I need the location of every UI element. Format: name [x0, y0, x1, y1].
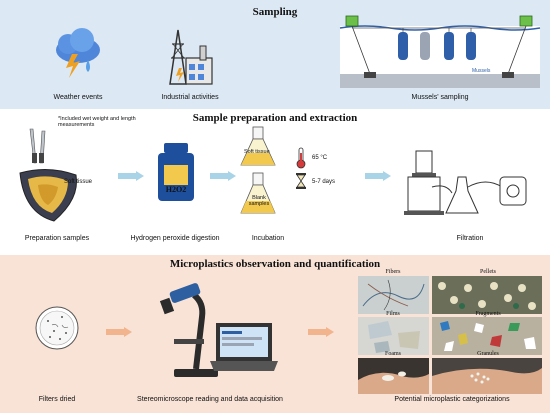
- caption-preparation-samples: Preparation samples: [24, 235, 90, 242]
- category-films: Films: [386, 311, 400, 317]
- mussel-icon: [19, 169, 78, 222]
- category-granules: Granules: [477, 351, 499, 357]
- weather-caption: Weather events: [53, 94, 103, 101]
- granules-photo: [432, 358, 542, 394]
- beaker-soft-tissue-label: Soft tissue: [244, 149, 270, 155]
- h2o2-label: H2O2: [165, 185, 187, 194]
- pellets-photo: [432, 276, 542, 314]
- foams-photo: [358, 358, 429, 394]
- duration-label: 5-7 days: [312, 179, 336, 185]
- observation-title: Microplastics observation and quantifica…: [169, 258, 381, 270]
- observation-panel: Microplastics observation and quantifica…: [0, 255, 550, 413]
- blank-sample-beaker-icon: [240, 172, 276, 214]
- industrial-plant-icon: [169, 29, 213, 85]
- stereomicroscope-laptop-icon: [159, 283, 278, 377]
- arrow-digestion-to-incubation: [210, 171, 236, 181]
- soft-tissue-label: Soft tissue: [64, 179, 93, 185]
- beaker-blank-label: Blank samples: [248, 195, 270, 207]
- sampling-panel: Sampling Weather events Industrial activ…: [0, 0, 550, 109]
- filtration-apparatus-icon: [404, 150, 527, 215]
- preparation-title: Sample preparation and extraction: [192, 112, 358, 124]
- temperature-label: 65 °C: [312, 155, 328, 161]
- caption-incubation: Incubation: [251, 235, 285, 242]
- mussel-farm-illustration: [339, 15, 541, 88]
- weather-icon: [56, 28, 100, 78]
- arrow-incubation-to-filtration: [365, 171, 391, 181]
- films-photo: [358, 317, 429, 355]
- soft-tissue-beaker-icon: [240, 126, 276, 166]
- mussels-sampling-caption: Mussels' sampling: [411, 94, 469, 101]
- preparation-panel: Sample preparation and extraction *Inclu…: [0, 109, 550, 255]
- caption-stereomicroscope: Stereomicroscope reading and data acquis…: [137, 396, 283, 403]
- mussels-label: Mussels: [472, 68, 491, 74]
- category-fragments: Fragments: [475, 311, 501, 317]
- industrial-caption: Industrial activities: [161, 94, 219, 101]
- hourglass-icon: [296, 173, 306, 189]
- dissection-tools-icon: [29, 128, 46, 164]
- h2o2-bottle-icon: [158, 143, 194, 201]
- fibers-photo: [358, 276, 429, 314]
- category-fibers: Fibers: [385, 269, 401, 275]
- sampling-title: Sampling: [252, 6, 298, 18]
- caption-filters-dried: Filters dried: [38, 396, 76, 403]
- arrow-prep-to-digestion: [118, 171, 144, 181]
- caption-hydrogen-peroxide: Hydrogen peroxide digestion: [130, 235, 220, 242]
- thermometer-icon: [296, 147, 306, 169]
- measurement-note: *Included wet weight and length measurem…: [58, 116, 136, 128]
- arrow-stereomicroscope-to-categories: [308, 327, 334, 337]
- caption-categorizations: Potential microplastic categorizations: [394, 396, 510, 403]
- caption-filtration: Filtration: [456, 235, 484, 242]
- filter-dish-icon: [35, 306, 79, 350]
- category-pellets: Pellets: [480, 269, 496, 275]
- arrow-filters-to-stereomicroscope: [106, 327, 132, 337]
- fragments-photo: [432, 317, 542, 355]
- category-foams: Foams: [384, 351, 401, 357]
